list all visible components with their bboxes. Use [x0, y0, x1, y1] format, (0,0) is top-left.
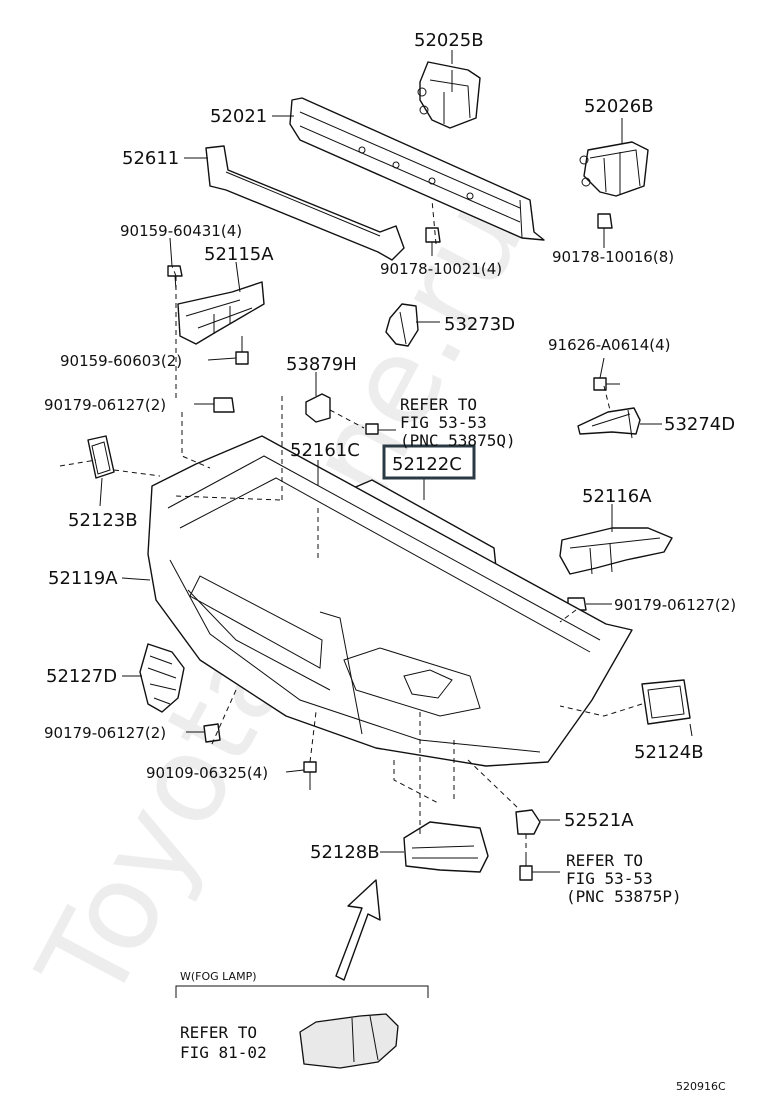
svg-text:FIG 53-53: FIG 53-53	[400, 413, 487, 432]
callout-91626-A0614[interactable]: 91626-A0614(4)	[548, 336, 670, 354]
bolt-90159-60603[interactable]	[235, 336, 249, 365]
direction-arrow	[335, 879, 381, 981]
assembly-lines	[59, 199, 643, 852]
bracket-53273D[interactable]	[385, 303, 419, 347]
svg-text:REFER TO: REFER TO	[566, 851, 643, 870]
cap-52123B[interactable]	[87, 435, 115, 479]
leader-lines	[99, 50, 693, 873]
nut-90178-10021[interactable]	[425, 227, 441, 243]
callout-52124B[interactable]: 52124B	[634, 742, 704, 763]
clip-90179-06127-lower[interactable]	[203, 723, 221, 743]
callout-52122C[interactable]: 52122C	[392, 454, 462, 475]
callout-53274D[interactable]: 53274D	[664, 414, 735, 435]
svg-text:FIG 81-02: FIG 81-02	[180, 1043, 267, 1062]
cap-52124B[interactable]	[641, 679, 691, 725]
fog-lamp[interactable]	[299, 1013, 399, 1069]
figure-id: 520916C	[676, 1080, 726, 1093]
callout-52119A[interactable]: 52119A	[48, 568, 118, 589]
bracket-52025B[interactable]	[417, 61, 481, 129]
callout-90178-10021[interactable]: 90178-10021(4)	[380, 260, 502, 278]
reference-53875P[interactable]: REFER TO FIG 53-53 (PNC 53875P)	[566, 851, 682, 906]
reinforcement-52021[interactable]	[289, 97, 545, 241]
callout-52123B[interactable]: 52123B	[68, 510, 138, 531]
callout-90179-06127-lower[interactable]: 90179-06127(2)	[44, 724, 166, 742]
callout-52115A[interactable]: 52115A	[204, 244, 274, 265]
fog-lamp-bracket	[175, 985, 429, 998]
svg-text:FIG 53-53: FIG 53-53	[566, 869, 653, 888]
clip-90179-06127-upper[interactable]	[213, 397, 235, 413]
callout-90159-60603[interactable]: 90159-60603(2)	[60, 352, 182, 370]
cover-52128B[interactable]	[403, 821, 489, 873]
cover-52127D[interactable]	[139, 643, 185, 713]
clip-53879H[interactable]	[305, 393, 331, 423]
callout-90178-10016[interactable]: 90178-10016(8)	[552, 248, 674, 266]
absorber-52611[interactable]	[205, 145, 405, 261]
svg-text:(PNC 53875Q): (PNC 53875Q)	[400, 431, 516, 450]
svg-text:REFER TO: REFER TO	[180, 1023, 257, 1042]
callout-90159-60431[interactable]: 90159-60431(4)	[120, 222, 242, 240]
callout-52161C[interactable]: 52161C	[290, 440, 360, 461]
bolt-90159-60431[interactable]	[167, 265, 183, 291]
svg-text:(PNC 53875P): (PNC 53875P)	[566, 887, 682, 906]
callout-52127D[interactable]: 52127D	[46, 666, 117, 687]
screw-90109-06325[interactable]	[303, 761, 317, 790]
support-52116A[interactable]	[559, 527, 673, 575]
callout-52026B[interactable]: 52026B	[584, 96, 654, 117]
callout-90179-06127-right[interactable]: 90179-06127(2)	[614, 596, 736, 614]
callout-53273D[interactable]: 53273D	[444, 314, 515, 335]
reference-53875Q[interactable]: REFER TO FIG 53-53 (PNC 53875Q)	[400, 395, 516, 450]
nut-90178-10016[interactable]	[597, 213, 613, 229]
callout-52128B[interactable]: 52128B	[310, 842, 380, 863]
callout-52116A[interactable]: 52116A	[582, 486, 652, 507]
callout-90109-06325[interactable]: 90109-06325(4)	[146, 764, 268, 782]
bolt-91626-A0614[interactable]	[593, 377, 620, 391]
svg-text:REFER TO: REFER TO	[400, 395, 477, 414]
reference-fig-81-02[interactable]: REFER TO FIG 81-02	[180, 1023, 267, 1062]
screw-ref-53875P[interactable]	[519, 852, 533, 881]
callout-90179-06127-upper[interactable]: 90179-06127(2)	[44, 396, 166, 414]
retainer-52521A[interactable]	[515, 809, 541, 835]
callout-52021[interactable]: 52021	[210, 106, 267, 127]
bumper-cover-52119A[interactable]	[147, 435, 633, 767]
bracket-53274D[interactable]	[577, 407, 641, 439]
fog-lamp-note: W(FOG LAMP)	[180, 970, 257, 983]
callout-53879H[interactable]: 53879H	[286, 354, 357, 375]
highlight-box	[382, 444, 476, 480]
callout-52611[interactable]: 52611	[122, 148, 179, 169]
callout-52025B[interactable]: 52025B	[414, 30, 484, 51]
bracket-52026B[interactable]	[579, 141, 649, 197]
support-52115A[interactable]	[177, 281, 265, 345]
screw-ref-53875Q[interactable]	[365, 423, 379, 435]
callout-52521A[interactable]: 52521A	[564, 810, 634, 831]
